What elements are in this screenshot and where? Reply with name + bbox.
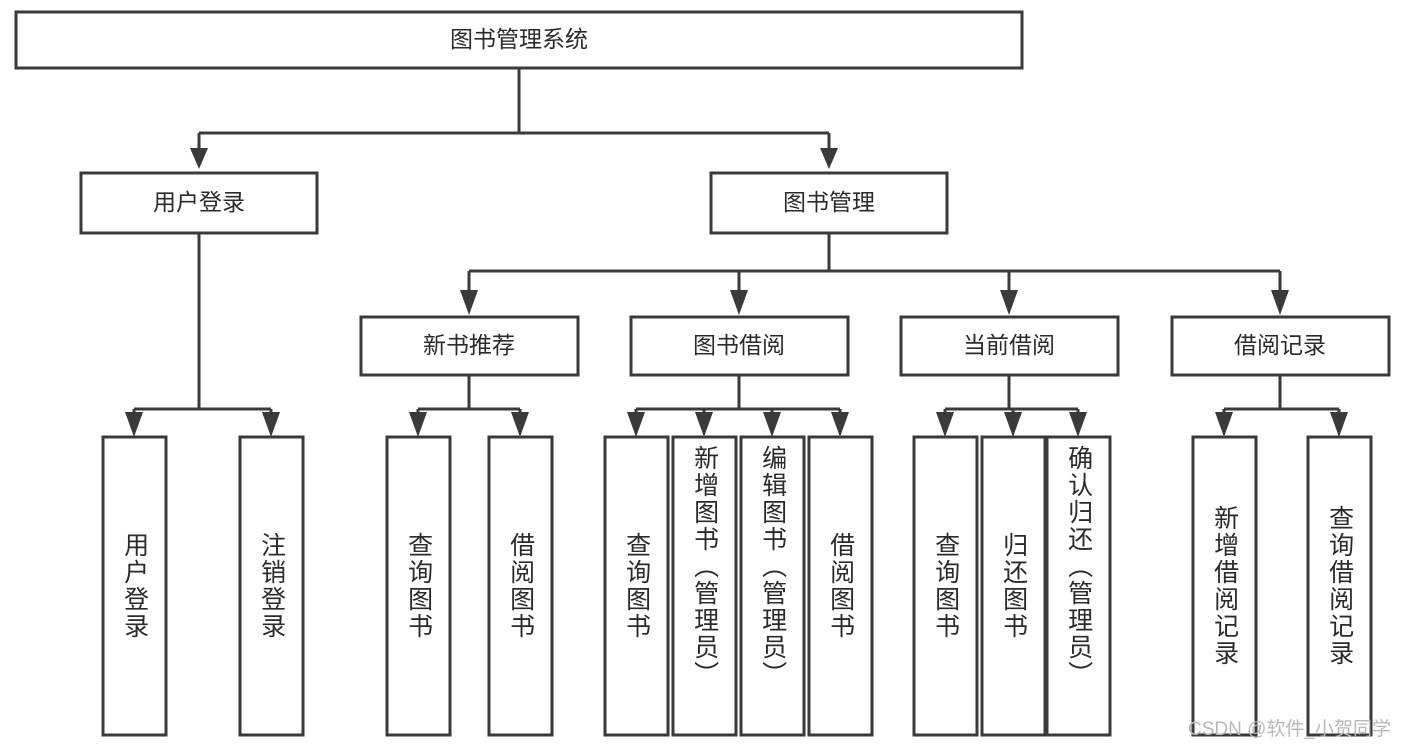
connector-group-currentborrow: [936, 375, 1087, 437]
node-current-borrow-label: 当前借阅: [963, 332, 1055, 358]
arrow-head-leaf-edit-book: [763, 412, 781, 437]
node-book-borrow-label: 图书借阅: [693, 332, 785, 358]
leaf-box-edit-book[interactable]: [739, 435, 806, 737]
leaf-box-borrow-book-2[interactable]: [807, 435, 874, 737]
connector-group-root: [190, 68, 838, 169]
arrow-head-leaf-add-record: [1215, 412, 1233, 437]
leaf-box-user-login[interactable]: [101, 435, 168, 737]
arrow-head-leaf-add-book: [695, 412, 713, 437]
connector-group-userlogin: [125, 233, 280, 437]
node-borrow-record-box[interactable]: [1170, 315, 1391, 377]
arrow-head-userlogin: [190, 148, 208, 169]
arrow-head-bookmanage: [820, 148, 838, 169]
arrow-head-leaf-confirm-return: [1069, 412, 1087, 437]
node-current-borrow-box[interactable]: [899, 315, 1120, 377]
arrow-head-leaf-query-record: [1330, 412, 1348, 437]
node-new-book-rec-box[interactable]: [359, 315, 580, 377]
connector-group-bookmanage: [460, 233, 1289, 315]
leaf-box-confirm-return[interactable]: [1045, 435, 1112, 737]
arrow-head-leaf-query-book-2: [627, 412, 645, 437]
node-current-borrow[interactable]: 当前借阅: [899, 315, 1120, 377]
node-user-login-box[interactable]: [79, 171, 319, 235]
node-book-manage[interactable]: 图书管理: [709, 171, 949, 235]
node-book-manage-label: 图书管理: [783, 189, 875, 215]
arrow-head-leaf-return-book: [1004, 412, 1022, 437]
leaf-box-query-book-3[interactable]: [912, 435, 979, 737]
node-root-label: 图书管理系统: [450, 26, 588, 52]
node-borrow-record[interactable]: 借阅记录: [1170, 315, 1391, 377]
leaf-box-add-record[interactable]: [1191, 435, 1258, 737]
node-new-book-rec[interactable]: 新书推荐: [359, 315, 580, 377]
arrow-head-currentborrow: [1000, 290, 1018, 315]
node-new-book-rec-label: 新书推荐: [423, 332, 515, 358]
leaf-box-query-book-1[interactable]: [385, 435, 452, 737]
node-user-login-label: 用户登录: [153, 189, 245, 215]
arrow-head-leaf-borrow-book-1: [511, 412, 529, 437]
leaf-box-return-book[interactable]: [980, 435, 1047, 737]
node-book-manage-box[interactable]: [709, 171, 949, 235]
node-user-login[interactable]: 用户登录: [79, 171, 319, 235]
arrow-head-leaf-query-book-1: [409, 412, 427, 437]
arrow-head-borrowrecord: [1271, 290, 1289, 315]
leaf-box-add-book[interactable]: [671, 435, 738, 737]
watermark-text: CSDN @软件_小贺同学: [1188, 719, 1391, 740]
arrow-head-leaf-query-book-3: [936, 412, 954, 437]
arrow-head-leaf-borrow-book-2: [831, 412, 849, 437]
node-root-box[interactable]: [14, 10, 1024, 70]
node-book-borrow[interactable]: 图书借阅: [629, 315, 850, 377]
leaf-box-user-logout[interactable]: [238, 435, 305, 737]
connector-group-newbookrec: [409, 375, 529, 437]
arrow-head-leaf-user-login: [125, 412, 143, 437]
node-book-borrow-box[interactable]: [629, 315, 850, 377]
arrow-head-leaf-user-logout: [262, 412, 280, 437]
node-root[interactable]: 图书管理系统: [14, 10, 1024, 70]
node-borrow-record-label: 借阅记录: [1234, 332, 1326, 358]
leaf-box-query-record[interactable]: [1306, 435, 1373, 737]
leaf-box-query-book-2[interactable]: [603, 435, 670, 737]
connector-group-bookborrow: [627, 375, 849, 437]
connector-group-borrowrecord: [1215, 375, 1348, 437]
arrow-head-newbookrec: [460, 290, 478, 315]
arrow-head-bookborrow: [730, 290, 748, 315]
leaf-box-borrow-book-1[interactable]: [487, 435, 554, 737]
